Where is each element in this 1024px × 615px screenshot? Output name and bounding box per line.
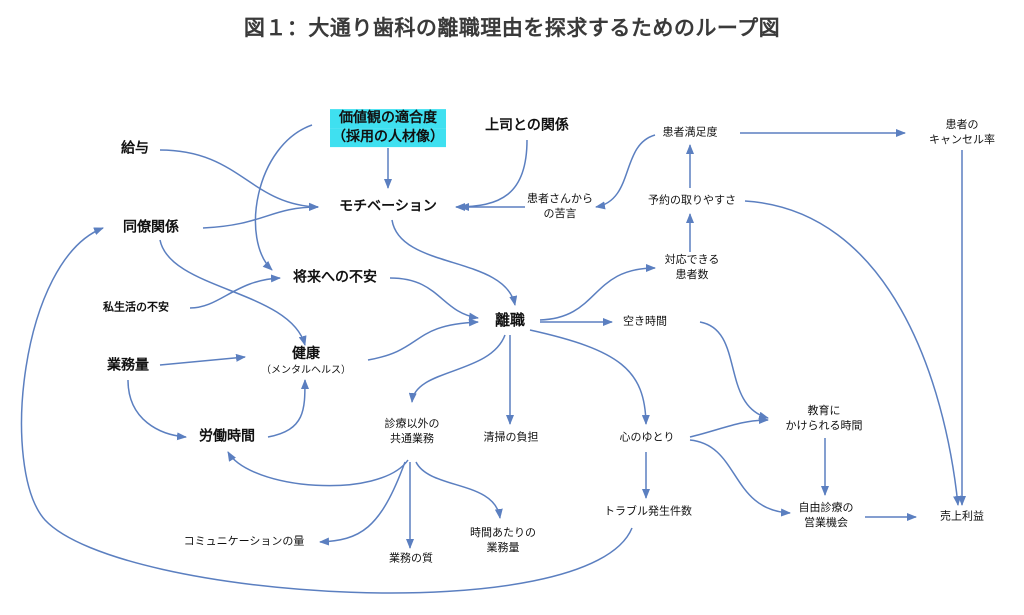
node-trouble: トラブル発生件数 [604, 505, 692, 520]
node-booking-ease-label: 予約の取りやすさ [648, 193, 736, 207]
node-salary-label: 給与 [121, 140, 149, 157]
arrow-labor-health [267, 379, 309, 438]
arrow-freetime-education [699, 321, 769, 420]
node-colleague-label: 同僚関係 [123, 219, 179, 236]
node-value-fit-line2: （採用の人材像） [330, 128, 446, 147]
arrow-slack-education [689, 416, 769, 438]
diagram-title: 図１：大通り歯科の離職理由を探求するためのループ図 [243, 16, 781, 40]
node-profit: 売上利益 [940, 510, 984, 525]
arrow-private-future [189, 274, 281, 309]
node-labor-hours: 労働時間 [199, 428, 255, 447]
node-free-time-label: 空き時間 [623, 314, 667, 328]
node-free-time: 空き時間 [623, 315, 667, 330]
node-motivation-label: モチベーション [339, 198, 437, 215]
node-workload: 業務量 [107, 357, 149, 376]
arrow-shared-communication [319, 461, 406, 546]
arrow-shared-labor [227, 451, 409, 487]
arrow-workload-health [159, 353, 246, 366]
node-complaints-line2: の苦言 [543, 207, 577, 220]
node-turnover-label: 離職 [494, 310, 526, 329]
node-profit-label: 売上利益 [940, 509, 984, 523]
node-shared-tasks-line2: 共通業務 [390, 432, 434, 445]
node-value-fit-line1: 価値観の適合度 [330, 109, 446, 128]
node-patients-capacity: 対応できる 患者数 [665, 253, 720, 283]
node-value-fit: 価値観の適合度 （採用の人材像） [330, 109, 446, 147]
node-private-anxiety-label: 私生活の不安 [103, 300, 169, 314]
node-future-anxiety: 将来への不安 [293, 269, 377, 288]
node-workload-label: 業務量 [107, 357, 149, 374]
node-patients-capacity-line2: 患者数 [675, 268, 709, 281]
arrow-health-turnover [367, 318, 479, 361]
arrow-workload-labor [127, 379, 187, 441]
node-cancel-rate-line2: キャンセル率 [929, 133, 995, 146]
node-colleague: 同僚関係 [123, 219, 179, 238]
node-private-care-line2: 営業機会 [804, 516, 848, 529]
node-motivation: モチベーション [339, 198, 437, 217]
node-shared-tasks-line1: 診療以外の [384, 417, 440, 431]
node-education-time-line1: 教育に [807, 404, 841, 418]
node-task-per-hour-line1: 時間あたりの [470, 526, 536, 540]
node-trouble-label: トラブル発生件数 [604, 504, 692, 518]
node-salary: 給与 [121, 140, 149, 159]
node-satisfaction: 患者満足度 [663, 126, 718, 141]
node-future-anxiety-label: 将来への不安 [293, 269, 377, 286]
node-turnover: 離職 [495, 310, 525, 330]
node-task-per-hour-line2: 業務量 [486, 541, 520, 554]
node-boss: 上司との関係 [485, 117, 569, 136]
arrow-slack-privatecare [689, 439, 791, 517]
arrow-colleague-health [159, 239, 307, 346]
arrow-turnover-capacity [539, 264, 656, 321]
node-slack-label: 心のゆとり [619, 430, 675, 444]
node-private-care: 自由診療の 営業機会 [799, 501, 854, 531]
node-patients-capacity-line1: 対応できる [664, 253, 720, 267]
arrow-satisfaction-complaints [595, 134, 656, 210]
arrow-boss-motivation [455, 139, 528, 211]
arrow-booking-profit [744, 200, 962, 506]
node-private-anxiety: 私生活の不安 [103, 301, 169, 316]
node-cleaning: 清掃の負担 [484, 431, 539, 446]
node-private-care-line1: 自由診療の [798, 501, 854, 515]
arrow-turnover-shared [408, 334, 506, 403]
node-education-time: 教育に かけられる時間 [786, 404, 863, 434]
node-health: 健康 （メンタルヘルス） [261, 345, 351, 377]
node-cancel-rate-line1: 患者の [945, 118, 979, 132]
arrow-shared-taskperhour [415, 461, 503, 519]
arrow-salary-motivation [159, 149, 319, 211]
node-satisfaction-label: 患者満足度 [662, 125, 718, 139]
node-communication: コミュニケーションの量 [184, 535, 305, 550]
node-health-line2: （メンタルヘルス） [261, 364, 351, 376]
arrow-turnover-slack [529, 329, 650, 425]
node-shared-tasks: 診療以外の 共通業務 [385, 417, 440, 447]
node-task-per-hour: 時間あたりの 業務量 [470, 526, 536, 556]
arrow-motivation-turnover [391, 219, 518, 306]
node-boss-label: 上司との関係 [485, 117, 569, 134]
arrow-valuefit-future [254, 124, 313, 271]
node-complaints-line1: 患者さんから [527, 192, 593, 206]
arrow-trouble-colleague [20, 227, 633, 594]
node-communication-label: コミュニケーションの量 [183, 534, 305, 548]
node-education-time-line2: かけられる時間 [785, 419, 863, 432]
node-cancel-rate: 患者の キャンセル率 [929, 118, 995, 148]
node-cleaning-label: 清掃の負担 [483, 430, 539, 444]
node-booking-ease: 予約の取りやすさ [648, 194, 736, 209]
node-quality-label: 業務の質 [389, 551, 433, 565]
arrow-future-turnover [389, 277, 479, 321]
node-labor-hours-label: 労働時間 [199, 428, 255, 445]
node-health-line1: 健康 [292, 345, 320, 362]
node-quality: 業務の質 [389, 552, 433, 567]
arrow-colleague-motivation [202, 203, 319, 229]
node-complaints: 患者さんから の苦言 [527, 192, 593, 222]
node-slack: 心のゆとり [620, 431, 675, 446]
